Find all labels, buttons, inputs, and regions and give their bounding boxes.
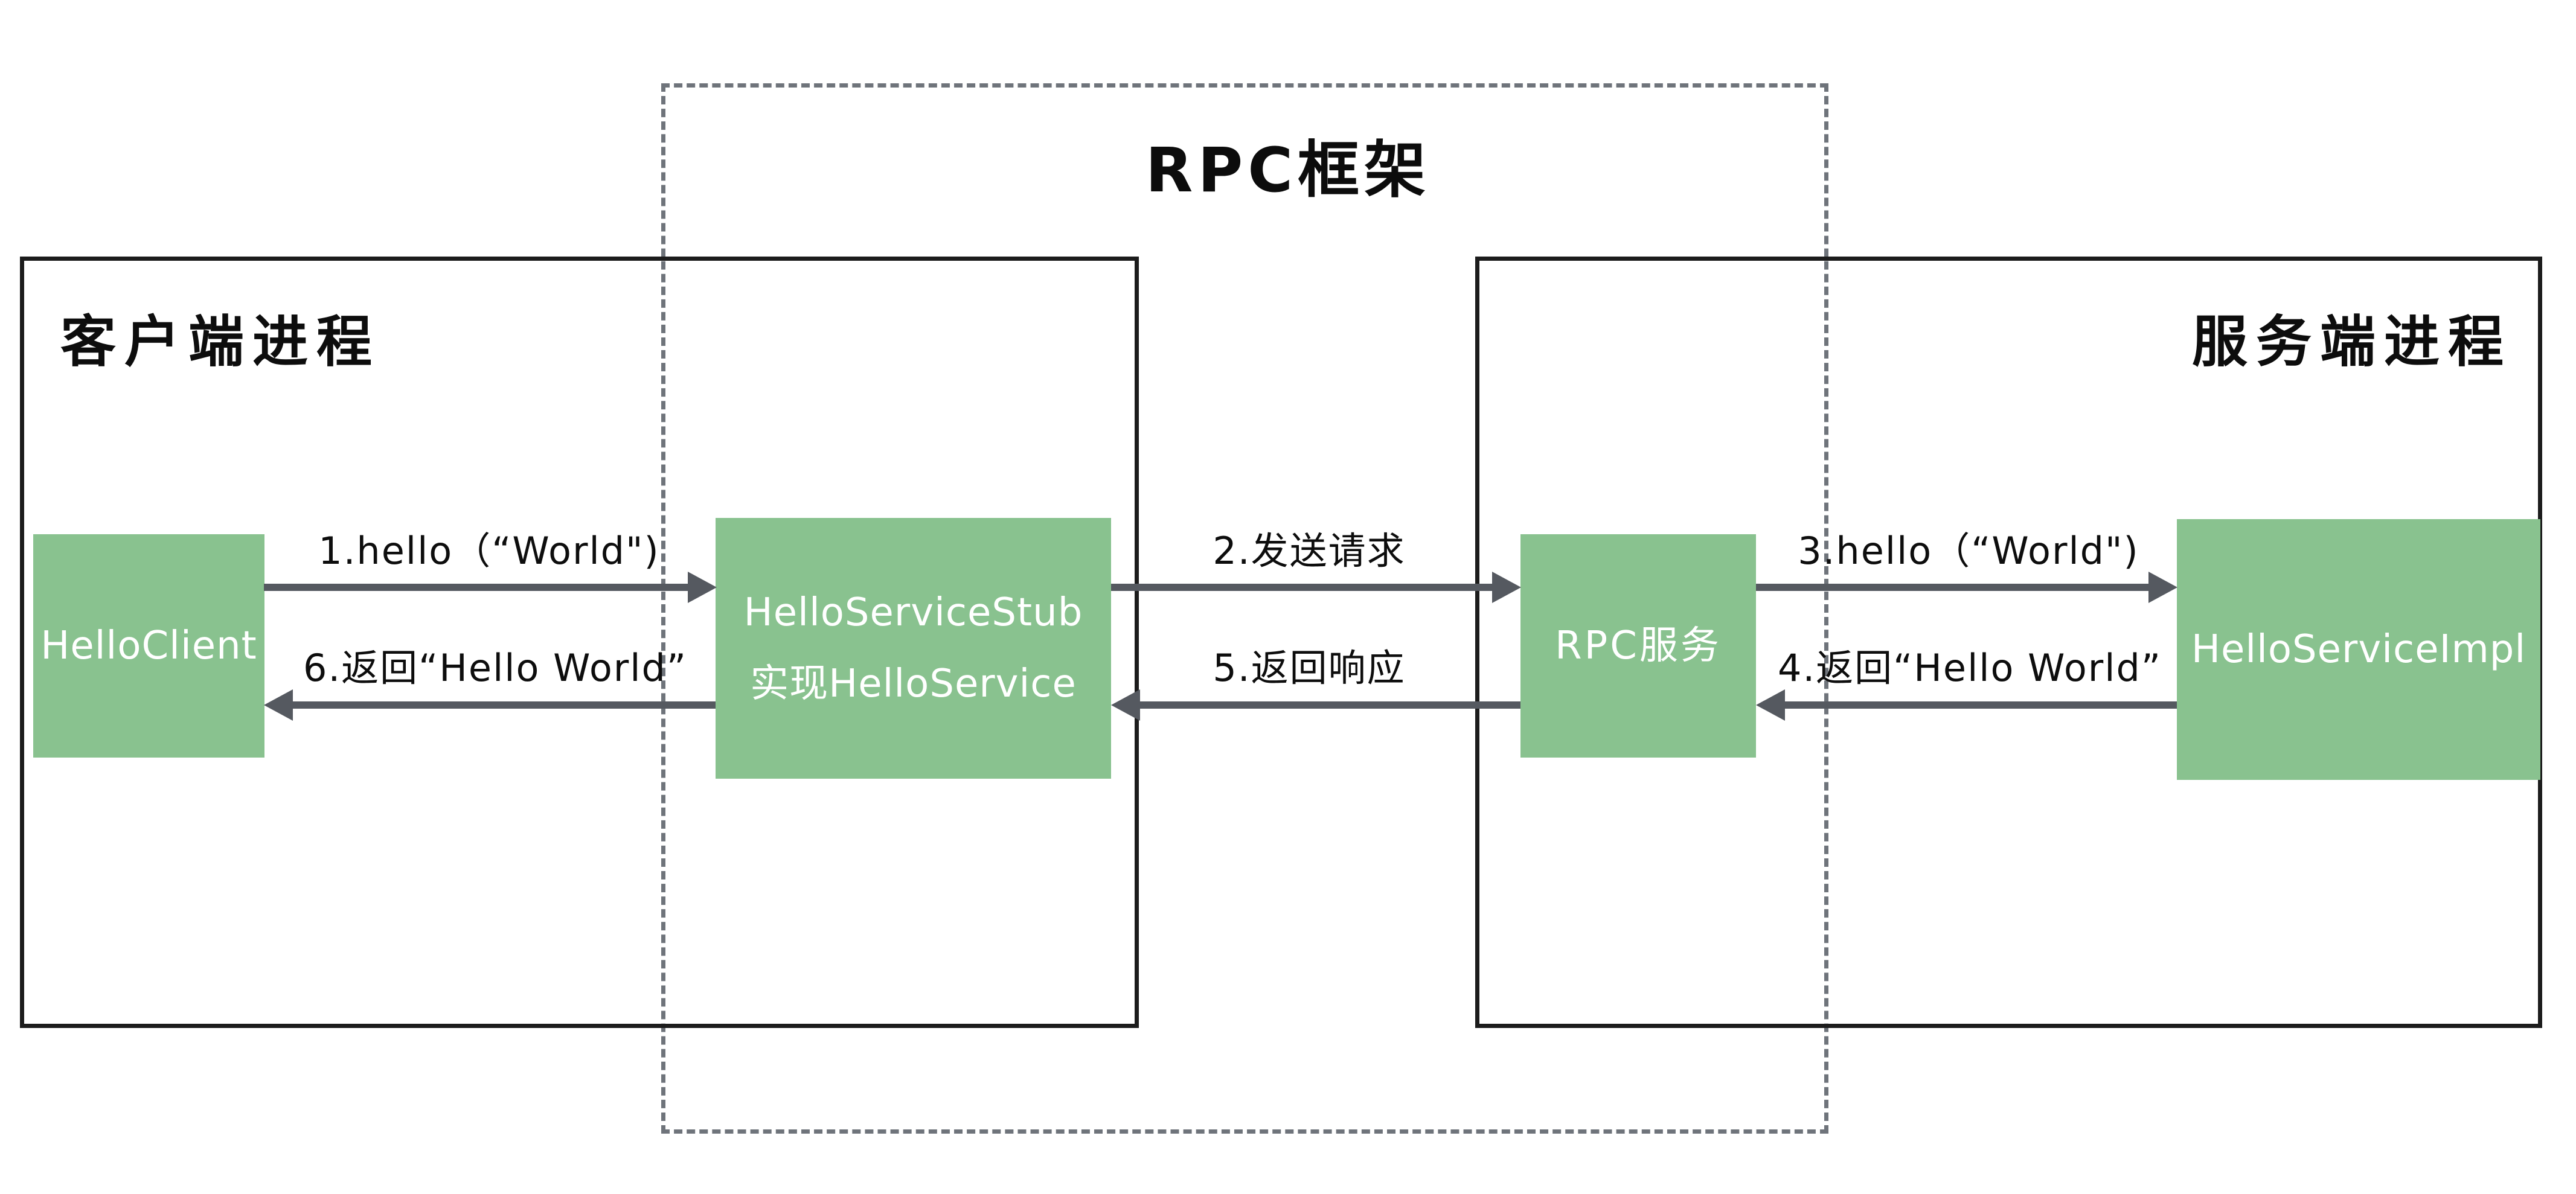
arrow-6-head-icon [264,689,293,721]
node-rpc-service: RPC服务 [1520,534,1756,758]
arrow-5-head-icon [1111,689,1140,721]
arrow-2-head-icon [1492,572,1521,603]
arrow-3-line [1756,584,2150,591]
flow-4-label: 4.返回“Hello World” [1778,646,2162,690]
arrow-2-line [1111,584,1494,591]
flow-3-label: 3.hello（“World") [1798,529,2139,573]
arrow-1-line [264,584,690,591]
node-hello-client-label: HelloClient [40,624,257,668]
arrow-3-head-icon [2148,572,2177,603]
node-hello-service-stub: HelloServiceStub 实现HelloService [716,518,1111,779]
arrow-5-line [1140,701,1520,709]
client-process-label: 客户端进程 [60,310,381,374]
arrow-4-head-icon [1756,689,1785,721]
arrow-6-line [293,701,716,709]
arrow-4-line [1785,701,2177,709]
node-impl-label: HelloServiceImpl [2191,627,2526,672]
node-hello-service-impl: HelloServiceImpl [2177,519,2540,780]
node-stub-line2: 实现HelloService [750,662,1077,706]
flow-6-label: 6.返回“Hello World” [303,646,687,690]
node-hello-client: HelloClient [33,534,264,758]
server-process-label: 服务端进程 [2191,310,2512,374]
flow-1-label: 1.hello（“World") [318,529,660,573]
node-rpc-service-label: RPC服务 [1555,624,1722,668]
flow-2-label: 2.发送请求 [1213,529,1406,573]
client-process-box [20,257,1139,1028]
arrow-1-head-icon [688,572,717,603]
diagram-title: RPC框架 [1145,135,1431,206]
flow-5-label: 5.返回响应 [1213,646,1406,690]
rpc-framework-boundary [661,83,1828,1134]
node-stub-line1: HelloServiceStub [743,590,1083,635]
